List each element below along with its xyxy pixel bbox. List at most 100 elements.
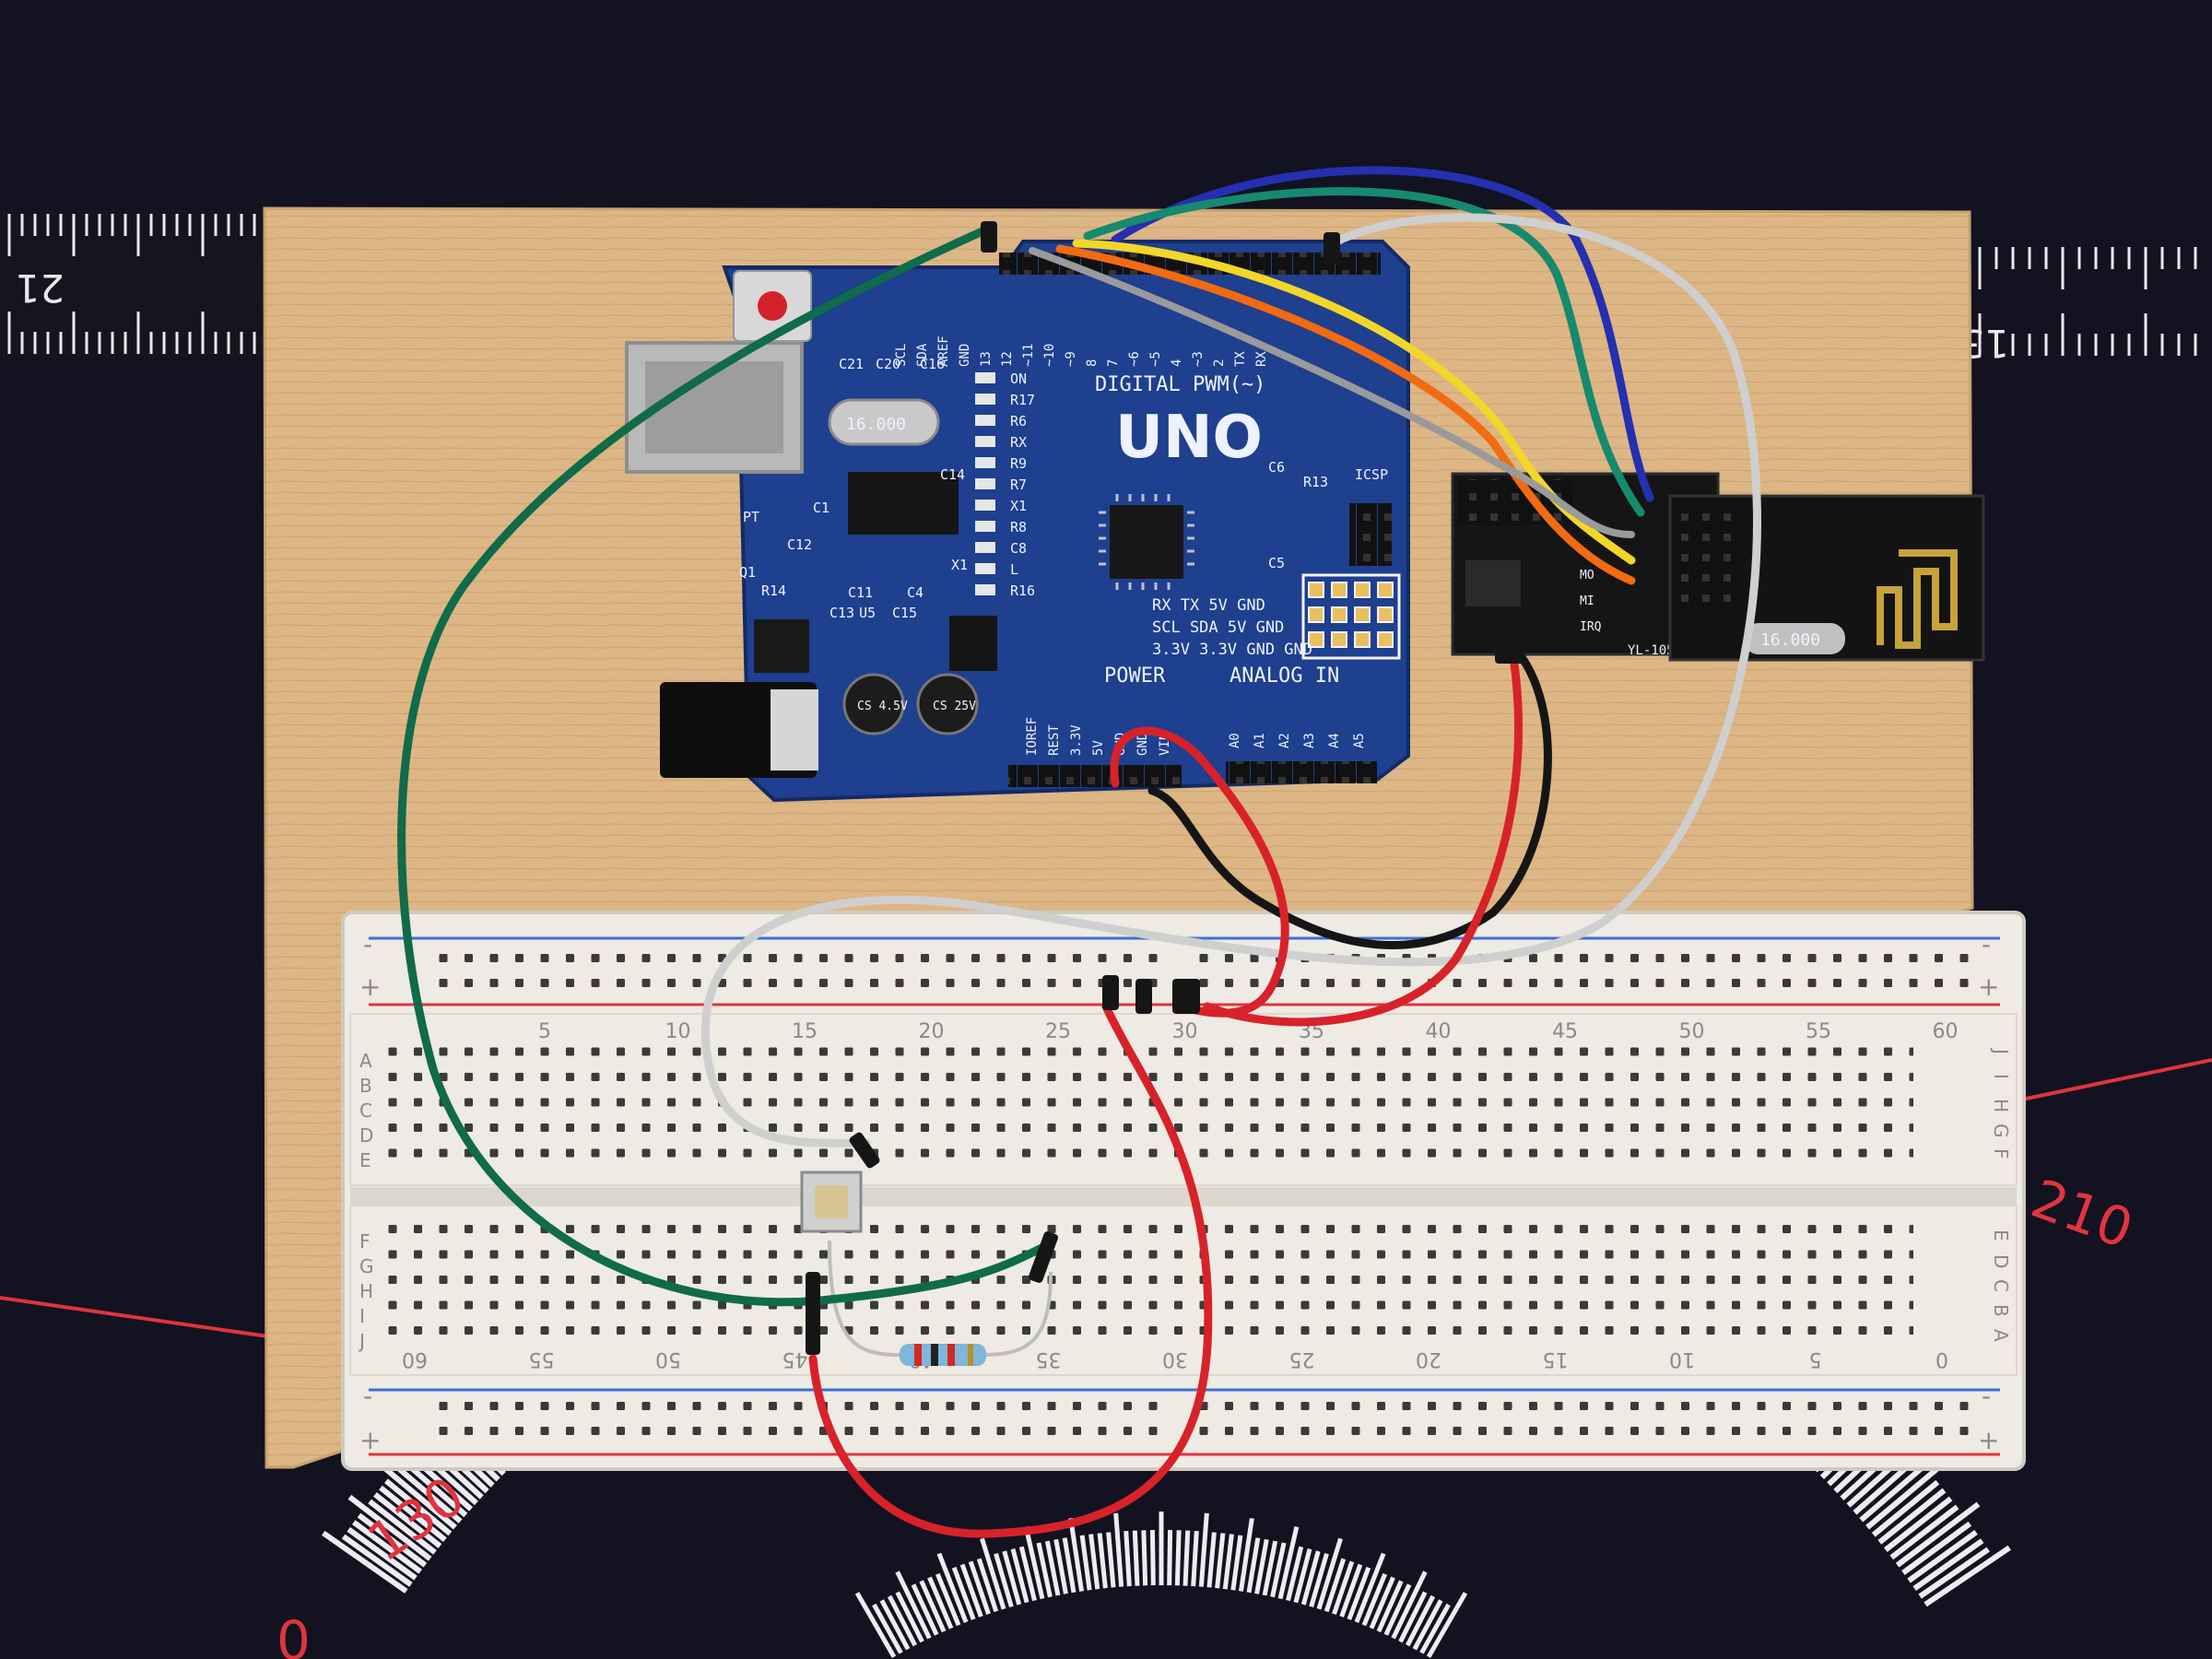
ruler-left-label: 21 bbox=[16, 265, 65, 311]
power-pin-label-3: 5V bbox=[1091, 740, 1106, 756]
svg-text:CS 4.5V: CS 4.5V bbox=[857, 700, 908, 713]
component-label-11: X1 bbox=[951, 557, 968, 573]
power-pin-label-0: IOREF bbox=[1025, 717, 1040, 756]
bb-col-bottom-7: 25 bbox=[1289, 1347, 1315, 1371]
bb-row-top-right-4: F bbox=[1990, 1148, 2012, 1159]
bb-row-top-left-4: E bbox=[359, 1149, 371, 1171]
board-model-label: UNO bbox=[1115, 404, 1263, 472]
bb-col-bottom-8: 20 bbox=[1416, 1347, 1441, 1371]
bb-col-bottom-2: 50 bbox=[655, 1347, 681, 1371]
bb-col-top-3: 20 bbox=[919, 1020, 945, 1043]
push-button[interactable] bbox=[800, 1171, 863, 1233]
digital-pin-label-8: ~9 bbox=[1064, 351, 1078, 367]
digital-pin-label-4: 13 bbox=[979, 351, 994, 367]
led-label-5: R7 bbox=[1010, 477, 1027, 493]
power-pin-label-5: GND bbox=[1135, 733, 1150, 756]
ruler-left: 21 bbox=[0, 210, 267, 358]
power-rail-bottom: - + - + bbox=[359, 1381, 2000, 1456]
bb-row-bottom-left-4: J bbox=[358, 1330, 365, 1352]
component-label-3: C14 bbox=[940, 466, 965, 483]
digital-pin-label-9: 8 bbox=[1085, 359, 1100, 367]
bb-col-top-9: 50 bbox=[1679, 1020, 1705, 1043]
component-label-13: U5 bbox=[859, 605, 876, 621]
bb-col-top-4: 25 bbox=[1045, 1020, 1071, 1043]
digital-pin-label-13: 4 bbox=[1170, 359, 1184, 367]
rf-crystal bbox=[1744, 623, 1845, 654]
digital-pin-label-1: SDA bbox=[915, 343, 930, 367]
svg-text:CS 25V: CS 25V bbox=[933, 700, 976, 713]
digital-pin-label-10: 7 bbox=[1106, 359, 1121, 367]
svg-text:+: + bbox=[1978, 1425, 1999, 1455]
svg-text:-: - bbox=[363, 1381, 372, 1411]
bb-row-top-left-1: B bbox=[359, 1075, 372, 1097]
bb-row-bottom-left-2: H bbox=[359, 1280, 373, 1302]
bb-row-top-right-2: H bbox=[1990, 1099, 2012, 1112]
analog-pin-label-1: A1 bbox=[1253, 733, 1267, 748]
solder-pads bbox=[1308, 582, 1394, 648]
component-label-18: ICSP bbox=[1355, 466, 1388, 483]
bb-row-top-left-3: D bbox=[359, 1124, 373, 1147]
bb-row-top-right-1: I bbox=[1990, 1074, 2012, 1079]
electrolytic-capacitor-2: CS 25V bbox=[916, 673, 979, 735]
led-label-1: R17 bbox=[1010, 392, 1035, 408]
power-pin-header bbox=[1008, 765, 1182, 787]
led-label-10: R16 bbox=[1010, 582, 1035, 599]
usb-serial-chip bbox=[848, 472, 959, 535]
analog-pin-label-5: A5 bbox=[1352, 733, 1367, 748]
regulator-chip bbox=[949, 616, 997, 671]
led-label-9: L bbox=[1010, 561, 1018, 578]
bb-row-bottom-right-4: A bbox=[1990, 1329, 2012, 1342]
led-label-4: R9 bbox=[1010, 455, 1027, 472]
svg-text:-: - bbox=[1982, 929, 1991, 959]
analog-pin-header bbox=[1226, 761, 1377, 783]
analog-pin-label-2: A2 bbox=[1277, 733, 1292, 748]
svg-text:+: + bbox=[1978, 971, 1999, 1002]
svg-text:+: + bbox=[359, 1425, 381, 1455]
bb-row-bottom-left-1: G bbox=[359, 1255, 374, 1277]
analog-pin-label-3: A3 bbox=[1302, 733, 1317, 748]
atmega-mcu-chip bbox=[1099, 494, 1194, 590]
bb-col-bottom-1: 55 bbox=[529, 1347, 555, 1371]
wire-black bbox=[1147, 641, 1552, 949]
reset-button[interactable] bbox=[733, 270, 812, 342]
bb-row-top-left-0: A bbox=[359, 1050, 372, 1072]
digital-pin-label-14: ~3 bbox=[1191, 351, 1206, 367]
bb-col-bottom-6: 30 bbox=[1162, 1347, 1188, 1371]
power-pin-label-1: REST bbox=[1047, 724, 1062, 756]
dc-power-jack[interactable] bbox=[660, 682, 818, 778]
component-label-15: C6 bbox=[1268, 459, 1285, 476]
bb-row-top-right-0: J bbox=[1990, 1047, 2012, 1054]
component-label-14: C15 bbox=[892, 605, 917, 621]
bb-col-top-7: 40 bbox=[1426, 1020, 1452, 1043]
usb-b-port[interactable] bbox=[625, 341, 804, 474]
digital-pin-label-5: 12 bbox=[1000, 351, 1015, 367]
arduino-uno-board: 16.000 CS 4.5V CS 25V O bbox=[625, 240, 1410, 803]
digital-pin-label-3: GND bbox=[958, 344, 972, 367]
digital-pin-label-11: ~6 bbox=[1127, 351, 1142, 367]
analog-pin-label-0: A0 bbox=[1228, 733, 1242, 748]
adapter-label: YL-105 bbox=[1628, 643, 1675, 658]
digital-pin-label-12: ~5 bbox=[1148, 351, 1163, 367]
breadboard-labels: 5101520253035404550556060555045403530252… bbox=[358, 1020, 2012, 1371]
wire-orange bbox=[1055, 244, 1636, 585]
led-label-3: RX bbox=[1010, 434, 1027, 451]
bb-row-bottom-right-0: E bbox=[1990, 1230, 2012, 1241]
digital-pin-label-0: SCL bbox=[894, 344, 909, 367]
analog-pin-label-4: A4 bbox=[1327, 733, 1342, 748]
digital-pin-label-6: ~11 bbox=[1021, 344, 1036, 367]
voltage-regulator bbox=[754, 619, 809, 673]
component-label-5: PT bbox=[743, 509, 759, 525]
led-label-8: C8 bbox=[1010, 540, 1027, 557]
led-label-7: R8 bbox=[1010, 519, 1027, 535]
digital-pin-label-17: RX bbox=[1254, 351, 1269, 367]
bb-col-bottom-3: 45 bbox=[782, 1347, 808, 1371]
wire-red-5v bbox=[1110, 726, 1289, 1018]
electrolytic-capacitor-1: CS 4.5V bbox=[842, 673, 908, 735]
component-label-6: C12 bbox=[787, 536, 812, 553]
component-label-1: C20 bbox=[876, 356, 900, 372]
bb-col-bottom-12: 0 bbox=[1936, 1347, 1948, 1371]
bb-row-bottom-left-0: F bbox=[359, 1230, 371, 1253]
led-label-6: X1 bbox=[1010, 498, 1027, 514]
